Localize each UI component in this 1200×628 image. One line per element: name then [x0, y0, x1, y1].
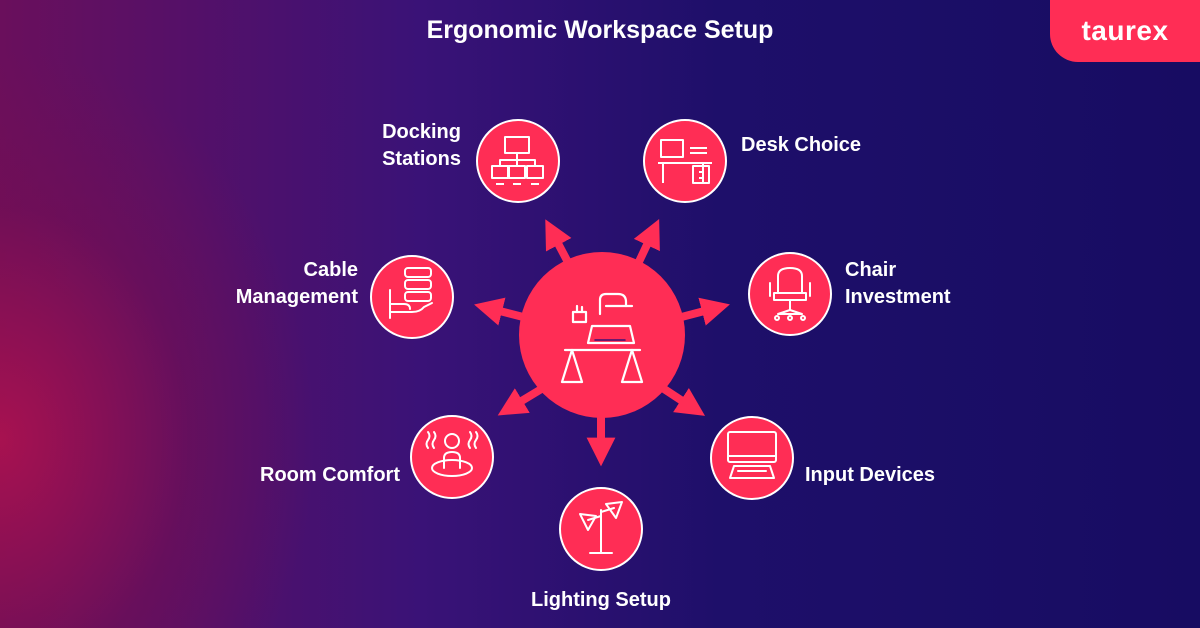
network-icon	[491, 136, 544, 185]
label-chair-investment: Chair Investment	[845, 257, 985, 311]
label-chair-line2: Investment	[845, 286, 951, 308]
center-hub	[519, 252, 685, 418]
node-docking-stations	[476, 119, 560, 203]
label-chair-line1: Chair	[845, 259, 897, 281]
person-heat-icon	[425, 431, 479, 477]
node-input-devices	[710, 416, 794, 500]
server-hand-icon	[389, 267, 433, 319]
node-room-comfort	[410, 415, 494, 499]
label-desk-choice: Desk Choice	[741, 132, 901, 159]
page-title: Ergonomic Workspace Setup	[426, 16, 774, 44]
label-input-line1: Input Devices	[805, 464, 936, 486]
label-input-devices: Input Devices	[805, 462, 985, 489]
desk-icon	[658, 139, 712, 184]
node-lighting-setup	[559, 487, 643, 571]
label-cable-line1: Cable	[303, 259, 358, 281]
label-desk-line1: Desk Choice	[741, 134, 862, 156]
label-room-line1: Room Comfort	[260, 464, 400, 486]
label-docking-stations: Docking Stations	[341, 119, 461, 173]
label-docking-line1: Docking	[382, 121, 461, 143]
node-cable-management	[370, 255, 454, 339]
node-chair-investment	[748, 252, 832, 336]
brand-logo: taurex	[1050, 0, 1200, 62]
label-lighting-line1: Lighting Setup	[531, 589, 671, 611]
computer-keyboard-icon	[727, 431, 777, 479]
workstation-icon	[560, 292, 644, 384]
label-cable-line2: Management	[235, 286, 358, 308]
office-chair-icon	[769, 267, 811, 321]
label-docking-line2: Stations	[382, 148, 461, 170]
floor-lamp-icon	[579, 501, 623, 554]
label-cable-management: Cable Management	[200, 257, 358, 311]
label-room-comfort: Room Comfort	[220, 462, 400, 489]
node-desk-choice	[643, 119, 727, 203]
label-lighting-setup: Lighting Setup	[500, 587, 702, 614]
